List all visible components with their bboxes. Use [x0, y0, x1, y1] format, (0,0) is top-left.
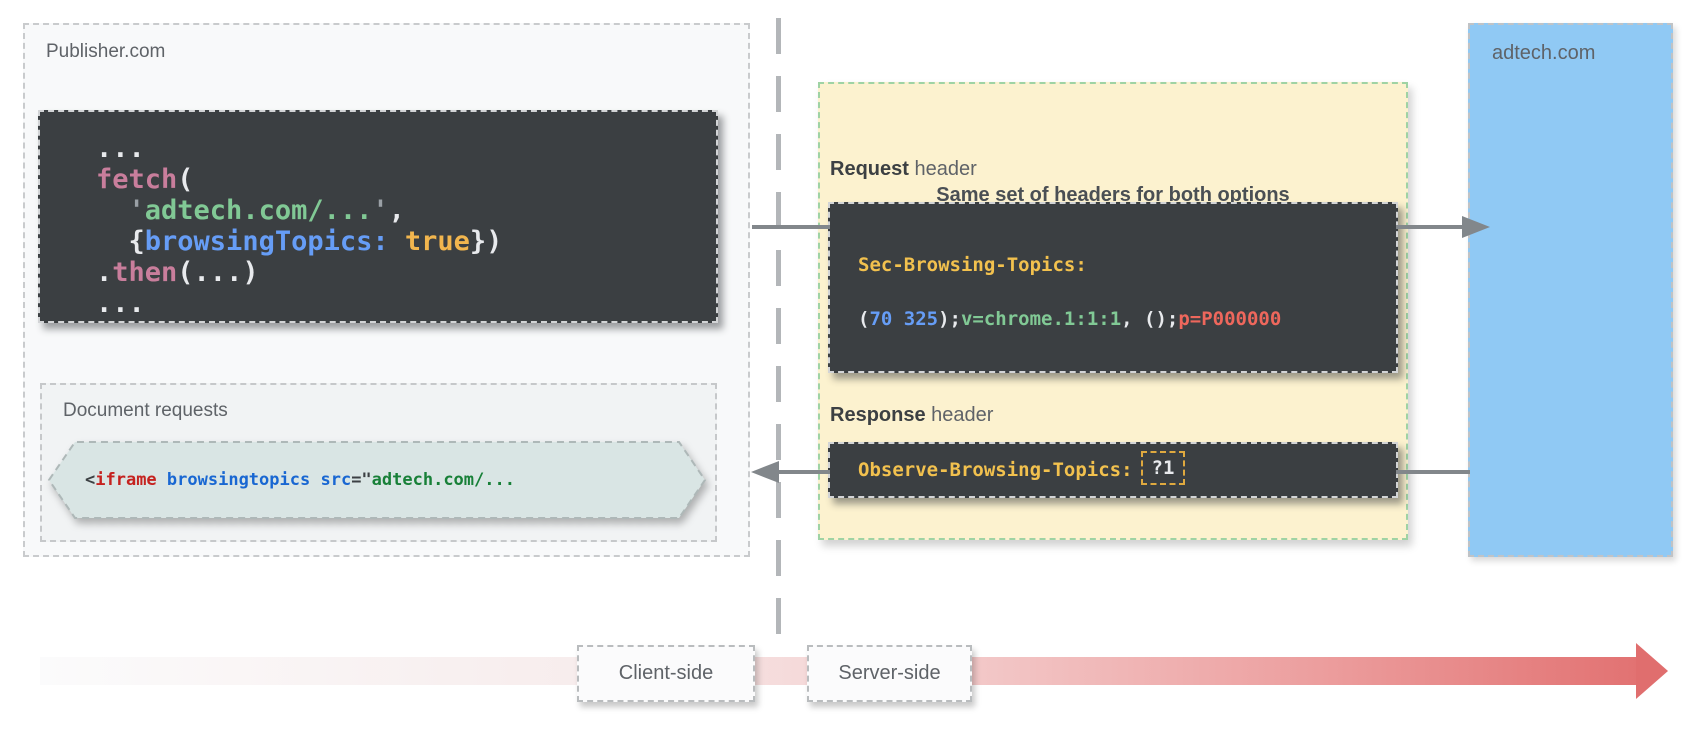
request-header-code-block: Sec-Browsing-Topics: (70 325);v=chrome.1:… — [828, 202, 1398, 373]
code-token: browsingTopics: — [144, 226, 389, 257]
iframe-hexagon — [47, 440, 707, 520]
arrow-adtech-to-response-line — [1396, 470, 1470, 474]
arrow-response-to-publisher-line — [778, 470, 830, 474]
code-token: , (); — [1121, 308, 1179, 330]
server-side-badge: Server-side — [807, 645, 972, 702]
response-header-code-block: Observe-Browsing-Topics: ?1 — [828, 442, 1398, 498]
code-token: }) — [469, 226, 503, 257]
code-token: Sec-Browsing-Topics: — [858, 254, 1087, 276]
code-token: ' — [128, 195, 145, 226]
code-token: iframe — [95, 470, 157, 490]
hexagon-shape-icon — [47, 441, 707, 519]
publisher-label: Publisher.com — [46, 41, 166, 62]
code-token: < — [85, 470, 96, 490]
code-token: adtech.com/... — [371, 470, 515, 490]
code-token: fetch — [96, 164, 178, 195]
code-token: ( — [177, 164, 194, 195]
server-side-label: Server-side — [838, 662, 941, 684]
code-token: v=chrome.1:1:1 — [960, 308, 1122, 330]
arrow-request-to-adtech-head-icon — [1462, 216, 1490, 238]
fetch-code-block: ...fetch( 'adtech.com/...', {browsingTop… — [38, 110, 718, 323]
code-token — [157, 470, 167, 490]
response-header-label: Response header — [830, 404, 993, 427]
code-token: ' — [372, 195, 389, 226]
code-token: . — [96, 257, 113, 288]
timeline-arrow-head-icon — [1636, 643, 1668, 699]
code-token: Observe-Browsing-Topics: — [858, 459, 1133, 481]
code-token: src — [320, 470, 352, 490]
arrow-request-to-adtech-line — [1396, 225, 1464, 229]
code-token: { — [96, 226, 145, 257]
response-header-label-bold: Response — [830, 404, 926, 426]
arrow-publisher-to-request-line — [752, 225, 830, 229]
adtech-label: adtech.com — [1492, 42, 1596, 64]
arrow-response-to-publisher-head-icon — [751, 461, 779, 483]
code-token: then — [112, 257, 178, 288]
code-token — [96, 195, 129, 226]
request-header-label: Request header — [830, 158, 977, 181]
request-header-label-bold: Request — [830, 158, 909, 180]
code-token: ... — [96, 133, 145, 164]
code-token: browsingtopics — [166, 470, 311, 490]
adtech-panel: adtech.com — [1468, 23, 1673, 557]
code-token: , — [388, 195, 405, 226]
code-token: adtech.com/... — [144, 195, 373, 226]
document-requests-label: Document requests — [63, 400, 228, 421]
code-token: ( — [858, 308, 870, 330]
iframe-code-line: <iframe browsingtopics src="adtech.com/.… — [85, 440, 515, 520]
code-token: ... — [96, 288, 145, 319]
code-token: (...) — [177, 257, 259, 288]
request-header-label-rest: header — [908, 158, 977, 180]
code-token — [389, 226, 405, 257]
code-token — [310, 470, 320, 490]
headers-panel-title: Same set of headers for both options — [936, 184, 1290, 206]
code-token: ?1 — [1140, 451, 1186, 485]
code-token: true — [404, 226, 470, 257]
client-server-divider-line — [776, 18, 781, 652]
client-side-badge: Client-side — [577, 645, 755, 702]
response-header-label-rest: header — [925, 404, 994, 426]
client-side-label: Client-side — [618, 662, 714, 684]
code-token: =" — [351, 470, 372, 490]
code-token: 70 325 — [869, 308, 939, 330]
code-token: ); — [938, 308, 961, 330]
code-token: p=P000000 — [1178, 308, 1282, 330]
